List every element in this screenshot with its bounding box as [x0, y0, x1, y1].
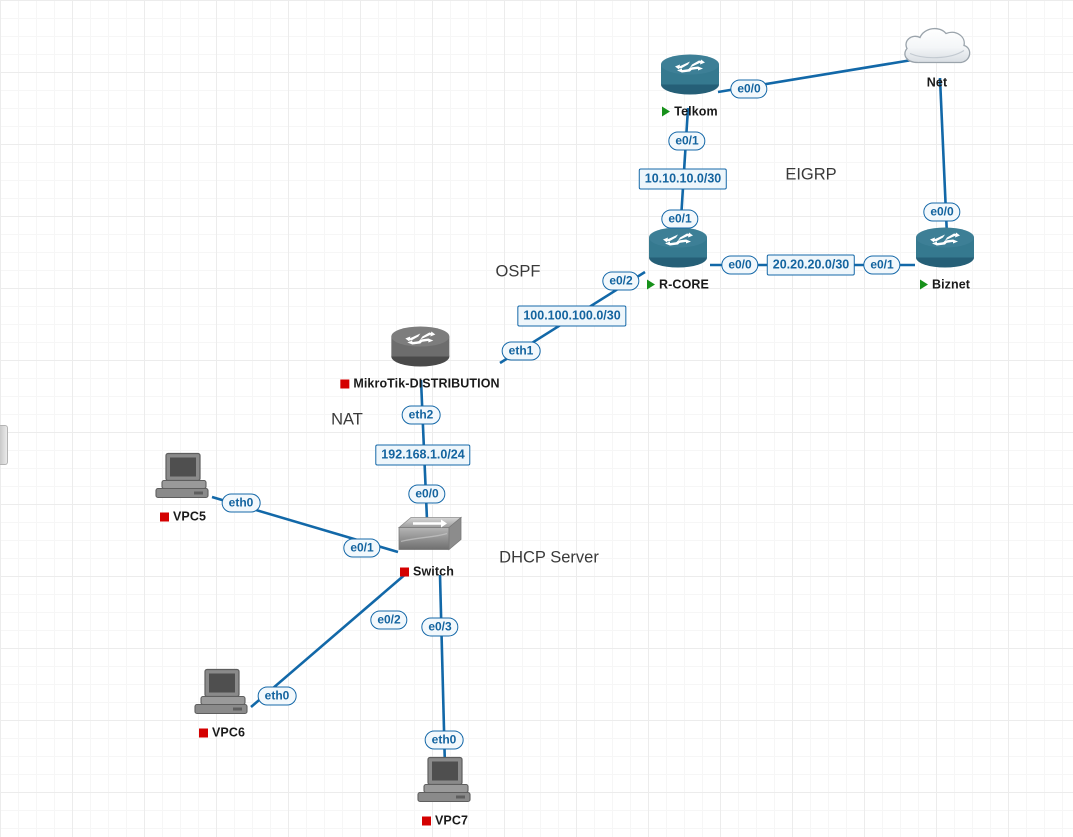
port-label-switch-e02[interactable]: e0/2	[370, 610, 408, 630]
pc-icon-wrap	[152, 451, 214, 508]
router-icon	[390, 326, 449, 367]
pc-icon	[155, 452, 209, 499]
node-label-switch: Switch	[400, 565, 454, 579]
node-vpc7[interactable]: VPC7	[414, 755, 476, 828]
node-name-text: VPC6	[211, 725, 246, 740]
node-name-text: R-CORE	[659, 277, 709, 292]
network-label[interactable]: 10.10.10.0/30	[638, 168, 728, 190]
router-icon	[661, 54, 719, 95]
node-name-text: VPC7	[434, 813, 469, 828]
port-label-switch-e01[interactable]: e0/1	[343, 538, 381, 558]
port-label-rcore-e02[interactable]: e0/2	[602, 271, 640, 291]
port-label-rcore-e00[interactable]: e0/0	[721, 255, 759, 275]
node-label-biznet: Biznet	[919, 277, 971, 292]
node-name-text: VPC5	[172, 509, 207, 524]
pc-icon	[417, 756, 471, 803]
pc-icon-wrap	[191, 667, 253, 724]
node-vpc6[interactable]: VPC6	[191, 667, 253, 740]
port-label-biznet-e01[interactable]: e0/1	[863, 255, 901, 275]
node-telkom[interactable]: Telkom	[657, 52, 723, 119]
pc-icon	[194, 668, 248, 715]
annotation-dhcp-server[interactable]: DHCP Server	[499, 548, 599, 567]
switch-icon	[397, 516, 463, 551]
network-label[interactable]: 192.168.1.0/24	[375, 444, 471, 466]
node-switch[interactable]: Switch	[389, 512, 465, 579]
node-name-text: Telkom	[674, 104, 718, 119]
status-stopped-icon	[400, 567, 410, 576]
node-name-text: Switch	[413, 564, 454, 579]
router-icon	[916, 227, 974, 268]
status-running-icon	[647, 279, 656, 290]
annotation-nat[interactable]: NAT	[331, 410, 363, 429]
node-label-vpc7: VPC7	[421, 813, 469, 828]
port-label-rcore-e01[interactable]: e0/1	[661, 209, 699, 229]
router-icon-wrap	[657, 52, 723, 103]
annotation-eigrp[interactable]: EIGRP	[785, 165, 837, 184]
status-running-icon	[662, 106, 671, 117]
left-panel-tab[interactable]	[0, 425, 8, 465]
router-icon-wrap	[912, 225, 978, 276]
port-label-vpc7-eth0[interactable]: eth0	[424, 730, 464, 750]
port-label-switch-e00[interactable]: e0/0	[408, 484, 446, 504]
node-rcore[interactable]: R-CORE	[645, 225, 711, 292]
node-net[interactable]: Net	[898, 21, 976, 90]
status-stopped-icon	[159, 512, 169, 521]
annotation-ospf[interactable]: OSPF	[495, 262, 541, 281]
router-icon	[649, 227, 707, 268]
node-name-text: Biznet	[931, 277, 971, 292]
pc-icon-wrap	[414, 755, 476, 812]
node-mikrotik[interactable]: MikroTik-DISTRIBUTION	[340, 324, 500, 391]
node-label-net: Net	[927, 76, 947, 90]
node-name-text: Net	[926, 75, 948, 90]
node-label-vpc5: VPC5	[159, 509, 207, 524]
router-gray-icon-wrap	[387, 324, 453, 375]
port-label-mikrotik-eth1[interactable]: eth1	[501, 341, 541, 361]
port-label-telkom-e00[interactable]: e0/0	[730, 79, 768, 99]
port-label-mikrotik-eth2[interactable]: eth2	[401, 405, 441, 425]
node-label-telkom: Telkom	[662, 104, 718, 119]
port-label-biznet-e00[interactable]: e0/0	[923, 202, 961, 222]
port-label-vpc6-eth0[interactable]: eth0	[257, 686, 297, 706]
status-stopped-icon	[421, 816, 431, 825]
node-label-rcore: R-CORE	[647, 278, 709, 292]
node-vpc5[interactable]: VPC5	[152, 451, 214, 524]
node-name-text: MikroTik-DISTRIBUTION	[353, 376, 500, 391]
network-label[interactable]: 100.100.100.0/30	[517, 305, 627, 327]
network-label[interactable]: 20.20.20.0/30	[766, 254, 856, 276]
node-label-mikrotik: MikroTik-DISTRIBUTION	[340, 376, 500, 391]
status-stopped-icon	[198, 728, 208, 737]
port-label-switch-e03[interactable]: e0/3	[421, 617, 459, 637]
node-biznet[interactable]: Biznet	[912, 225, 978, 292]
router-icon-wrap	[645, 225, 711, 276]
status-running-icon	[919, 279, 928, 290]
node-label-vpc6: VPC6	[198, 725, 246, 740]
switch-icon-wrap	[389, 512, 465, 563]
port-label-telkom-e01[interactable]: e0/1	[668, 131, 706, 151]
status-stopped-icon	[340, 379, 350, 388]
cloud-icon-wrap	[898, 21, 976, 74]
cloud-icon	[904, 27, 971, 64]
port-label-vpc5-eth0[interactable]: eth0	[221, 493, 261, 513]
